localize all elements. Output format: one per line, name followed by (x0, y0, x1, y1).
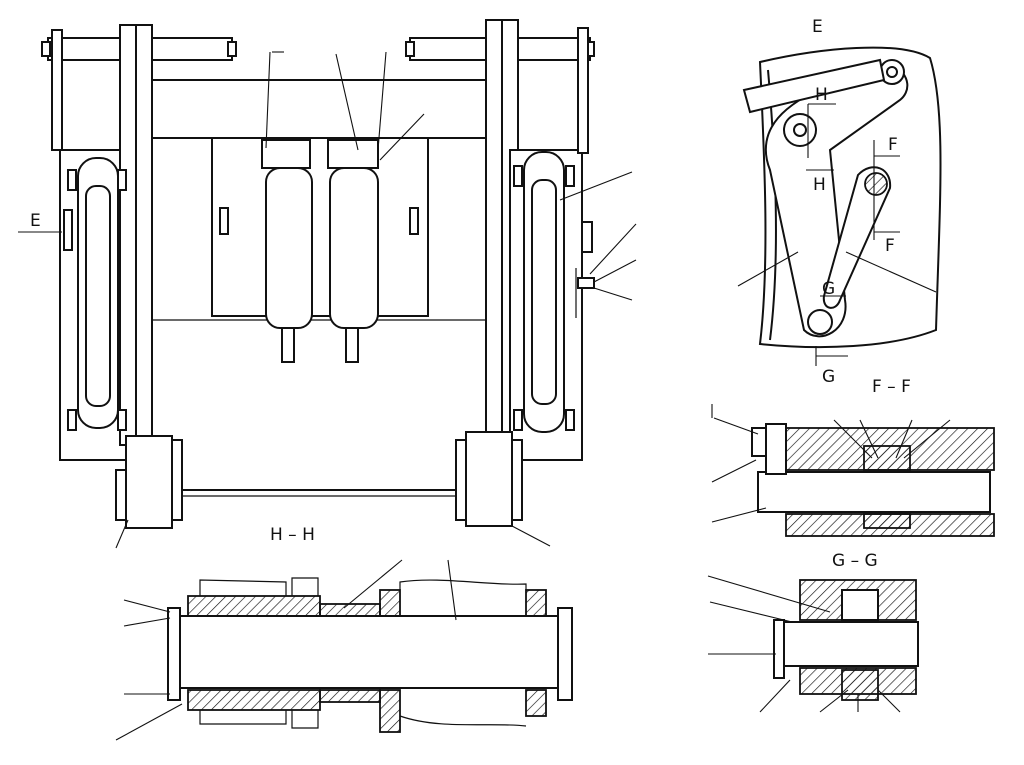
left-link-assembly (63, 157, 127, 431)
section-hh-lower-left-boss (187, 689, 321, 711)
main-view-leaders (115, 51, 637, 549)
left-frame-column (135, 24, 153, 466)
cut-f-bottom-label: F (885, 236, 895, 256)
left-inner-plate (119, 24, 137, 446)
left-spring-cylinder (261, 139, 313, 363)
view-arrow-e-label: E (30, 211, 41, 231)
section-gg-shaft (779, 621, 919, 667)
cut-h-top-label: H (815, 85, 828, 105)
section-ff-shaft (757, 471, 991, 513)
right-upper-hanger (577, 27, 589, 154)
section-gg-title: G – G (832, 551, 878, 571)
left-upper-hanger (51, 29, 63, 151)
section-hh-title: H – H (270, 525, 315, 545)
section-ff-view: F – F (711, 377, 995, 537)
right-link-assembly (513, 151, 595, 433)
detail-e-title: E (812, 17, 823, 37)
section-ff-title: F – F (872, 377, 911, 397)
cut-g-top-label: G (822, 279, 835, 299)
right-frame-column (485, 19, 503, 461)
detail-e-housing (758, 46, 942, 349)
cut-h-bottom-label: H (813, 175, 826, 195)
right-spring-cylinder (327, 139, 379, 363)
section-hh-upper-left-boss (187, 595, 321, 617)
center-mounting-plate (211, 137, 429, 317)
cut-g-bottom-label: G (822, 367, 835, 387)
bottom-right-bracket (465, 431, 513, 527)
view-arrow-e: E (18, 211, 62, 233)
bottom-left-bracket (125, 435, 173, 529)
cut-f-top-label: F (888, 135, 898, 155)
main-assembly-view (41, 19, 637, 549)
section-hh-shaft (177, 615, 561, 689)
top-center-left-pin-bar (139, 37, 233, 61)
section-gg-view: G – G (707, 551, 919, 713)
section-hh-view: H – H (115, 525, 573, 741)
top-cross-beam (151, 79, 487, 139)
detail-e-view: E H H F F G G (737, 17, 942, 387)
